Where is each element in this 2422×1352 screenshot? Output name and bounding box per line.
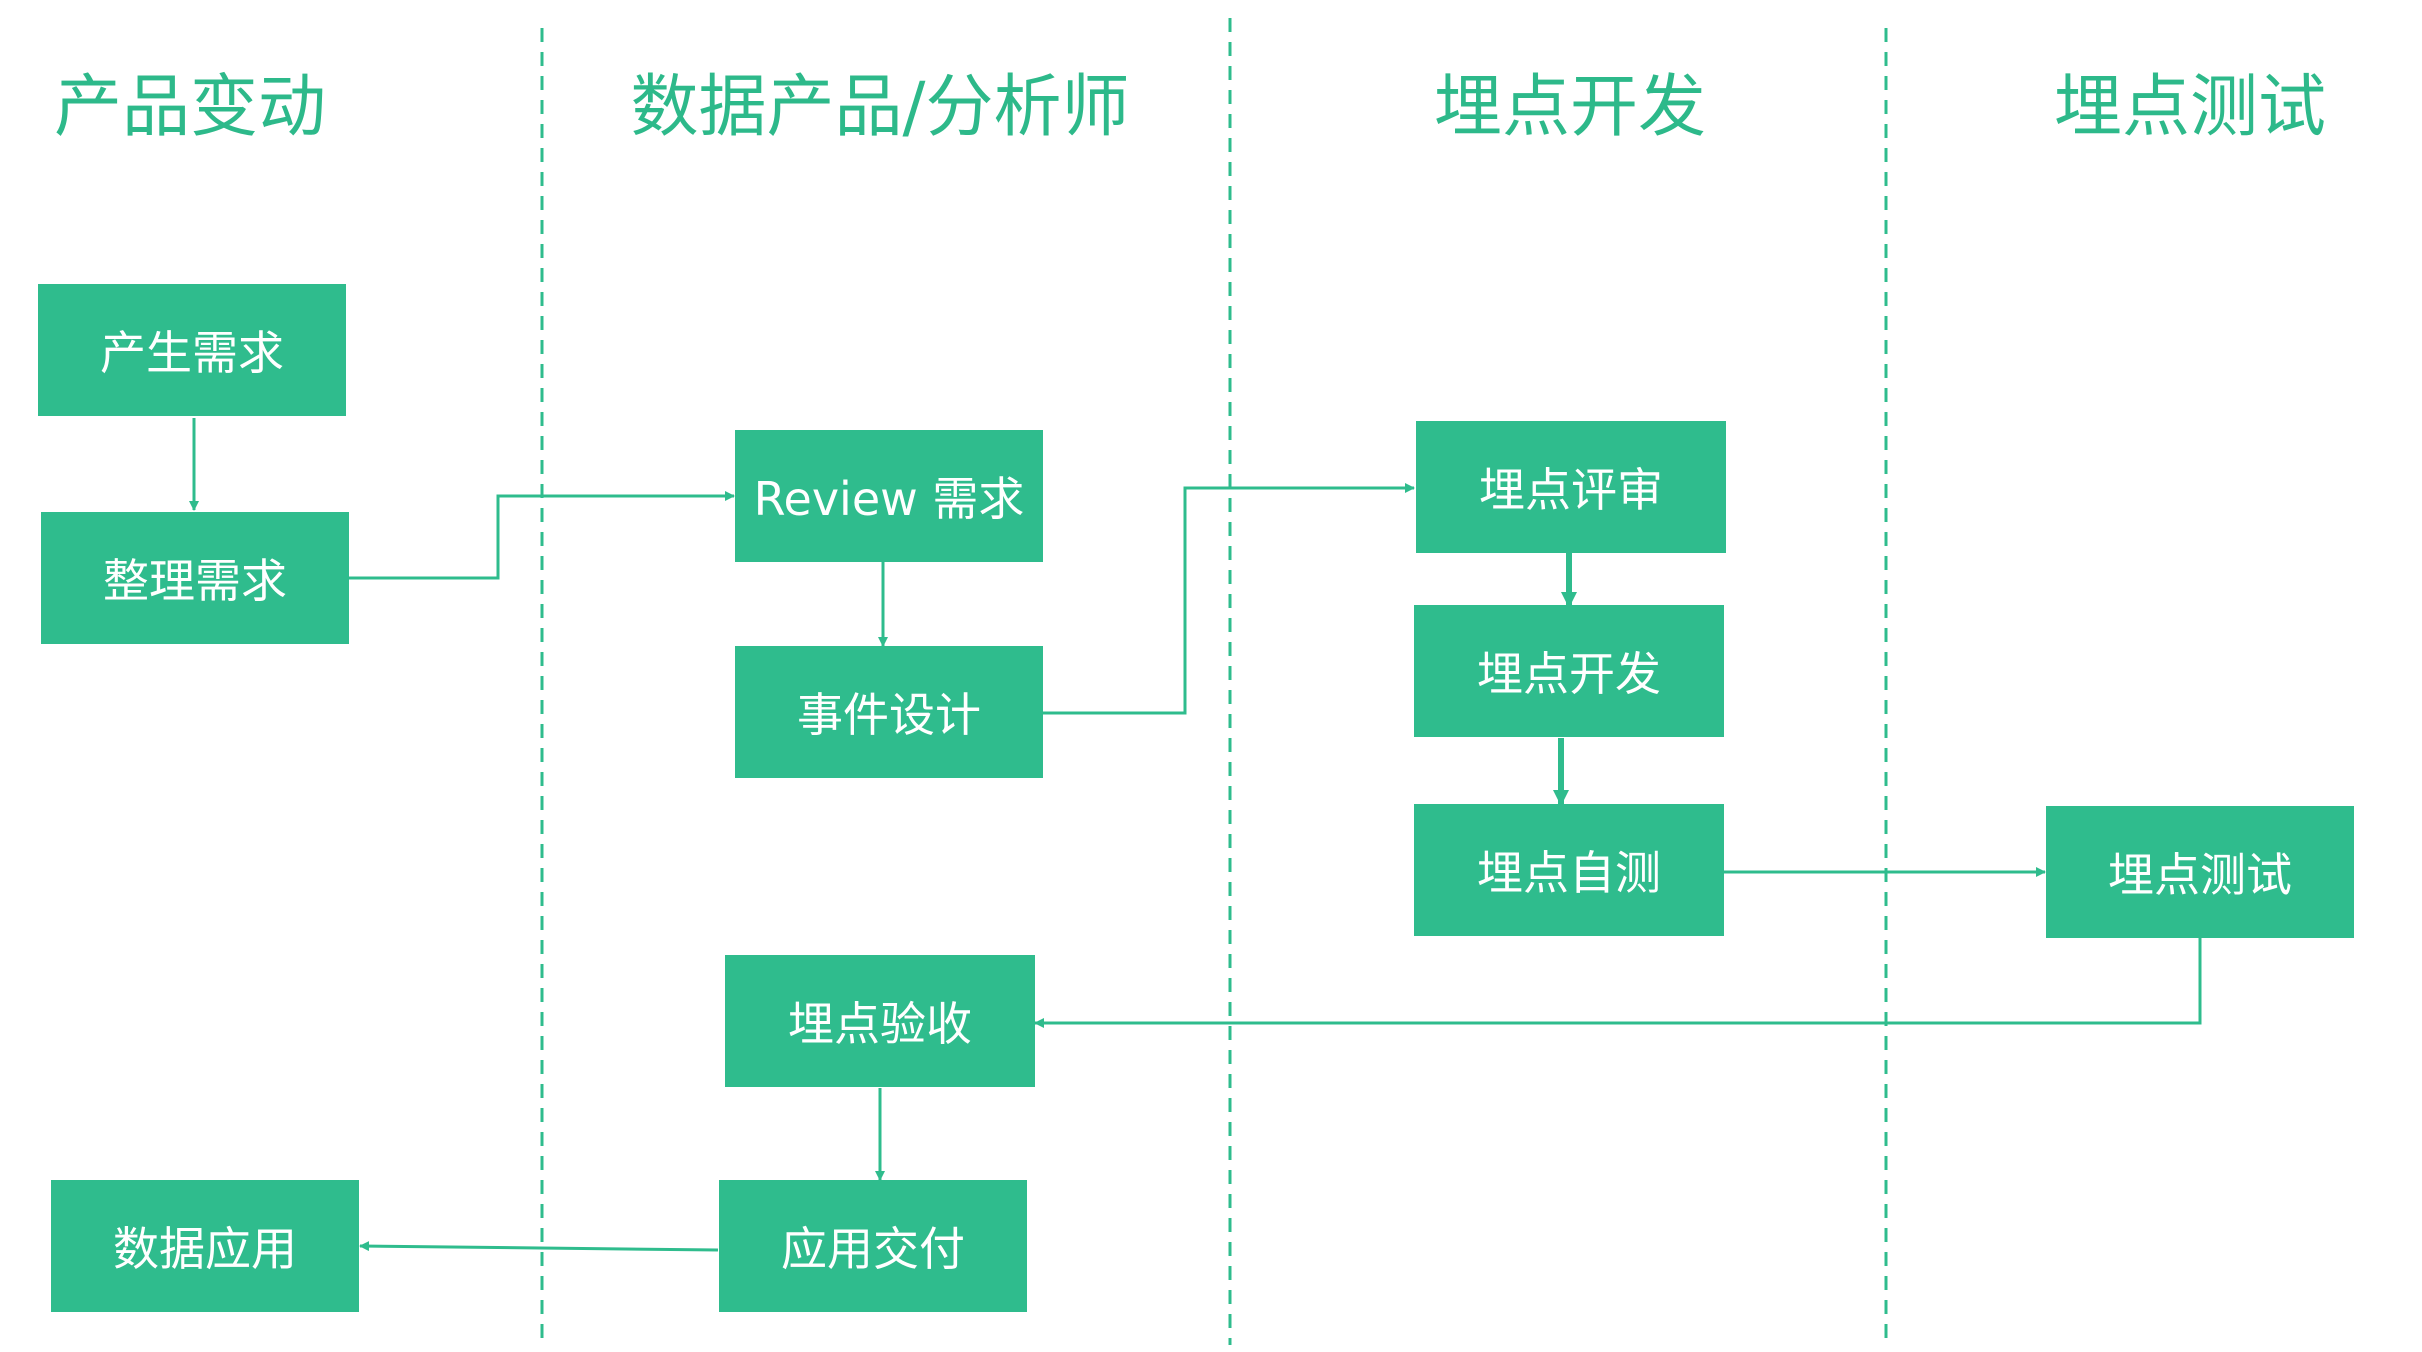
node-data-application[interactable]: 数据应用 [51, 1180, 359, 1312]
lane-title-tracking-dev: 埋点开发 [1433, 68, 1706, 147]
node-tracking-development[interactable]: 埋点开发 [1414, 605, 1724, 737]
edge-design-to-tracking-review [1042, 483, 1415, 715]
edge-test-to-acceptance [1034, 938, 2202, 1028]
edge-delivery-to-data-app [359, 1241, 719, 1252]
node-tracking-acceptance[interactable]: 埋点验收 [725, 955, 1035, 1087]
node-application-delivery[interactable]: 应用交付 [719, 1180, 1027, 1312]
node-event-design[interactable]: 事件设计 [735, 646, 1043, 778]
node-tracking-test[interactable]: 埋点测试 [2046, 806, 2354, 938]
node-organize-requirement[interactable]: 整理需求 [41, 512, 349, 644]
node-tracking-review[interactable]: 埋点评审 [1416, 421, 1726, 553]
edge-organize-to-review [348, 491, 735, 580]
lane-title-product-change: 产品变动 [53, 68, 326, 147]
lane-title-data-product-analyst: 数据产品/分析师 [630, 68, 1130, 147]
node-create-requirement[interactable]: 产生需求 [38, 284, 346, 416]
node-review-requirement[interactable]: Review 需求 [735, 430, 1043, 562]
node-tracking-self-test[interactable]: 埋点自测 [1414, 804, 1724, 936]
lane-title-tracking-test: 埋点测试 [2053, 68, 2326, 147]
